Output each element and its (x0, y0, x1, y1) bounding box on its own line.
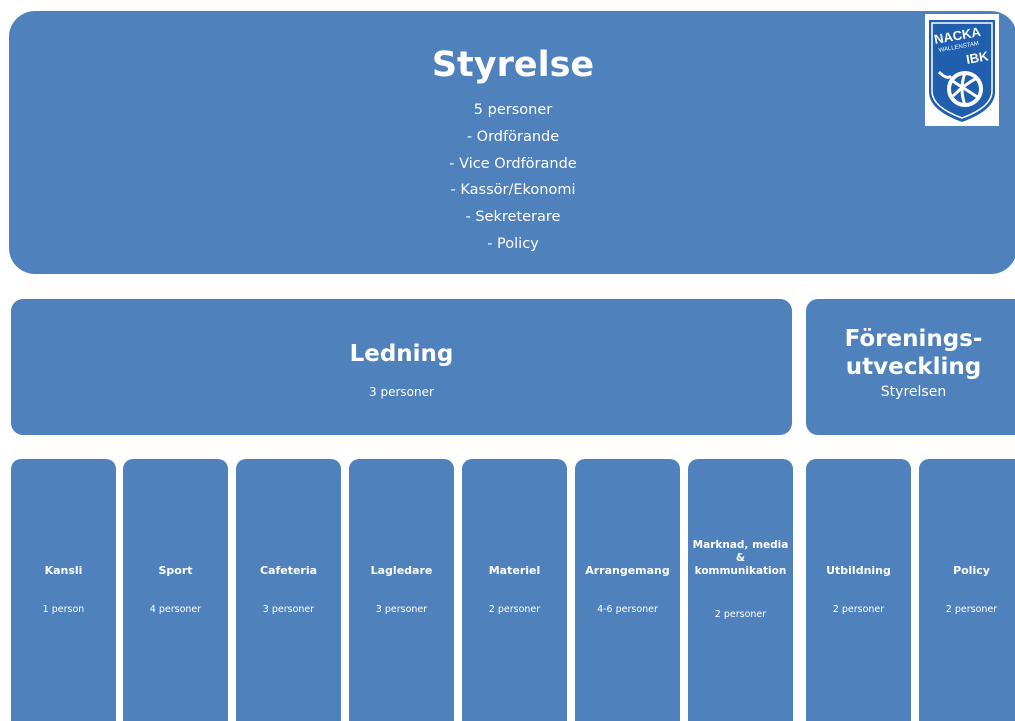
unit-name: Kansli (44, 564, 83, 577)
unit-count: 4-6 personer (597, 604, 658, 615)
unit-count: 2 personer (945, 604, 998, 615)
ledning-title: Ledning (349, 341, 454, 367)
unit-name: Arrangemang (585, 564, 670, 577)
unit-materiel: Materiel 2 personer (462, 459, 567, 721)
ledning-box: Ledning 3 personer (11, 299, 792, 435)
foreningsutveckling-subtitle: Styrelsen (880, 384, 947, 400)
unit-name: Utbildning (826, 564, 891, 577)
logo-text-ibk: IBK (965, 48, 990, 67)
styrelse-line: - Ordförande (466, 128, 560, 145)
unit-utbildning: Utbildning 2 personer (806, 459, 911, 721)
unit-count: 2 personer (714, 609, 767, 620)
unit-sport: Sport 4 personer (123, 459, 228, 721)
unit-count: 1 person (42, 604, 85, 615)
styrelse-line: - Policy (487, 235, 539, 252)
club-logo-shield-icon: NACKA WALLENSTAM IBK (929, 20, 995, 122)
unit-name: Sport (158, 564, 193, 577)
styrelse-line: - Sekreterare (465, 209, 561, 226)
unit-arrangemang: Arrangemang 4-6 personer (575, 459, 680, 721)
foreningsutveckling-box: Förenings- utveckling Styrelsen (806, 299, 1015, 435)
foreningsutveckling-title-line1: Förenings- (844, 326, 983, 352)
unit-policy: Policy 2 personer (919, 459, 1015, 721)
styrelse-line: 5 personer (473, 102, 553, 118)
styrelse-box: Styrelse 5 personer - Ordförande - Vice … (9, 11, 1015, 274)
unit-count: 4 personer (149, 604, 202, 615)
unit-lagledare: Lagledare 3 personer (349, 459, 454, 721)
styrelse-title: Styrelse (431, 45, 595, 85)
unit-kansli: Kansli 1 person (11, 459, 116, 721)
unit-count: 2 personer (488, 604, 541, 615)
unit-count: 3 personer (375, 604, 428, 615)
unit-name: Lagledare (370, 564, 433, 577)
unit-count: 3 personer (262, 604, 315, 615)
styrelse-line: - Vice Ordförande (449, 155, 577, 172)
unit-name: Policy (953, 564, 990, 577)
foreningsutveckling-title-line2: utveckling (845, 354, 982, 380)
unit-marknad-media-kommunikation: Marknad, media & kommunikation 2 persone… (688, 459, 793, 721)
unit-name: Materiel (488, 564, 541, 577)
unit-name-line: Marknad, media (692, 539, 789, 551)
unit-count: 2 personer (832, 604, 885, 615)
ledning-count: 3 personer (369, 385, 434, 399)
styrelse-roles: 5 personer - Ordförande - Vice Ordförand… (9, 97, 1015, 258)
club-logo: NACKA WALLENSTAM IBK (925, 14, 999, 126)
unit-name: Marknad, media & kommunikation (690, 539, 791, 578)
unit-name-line: kommunikation (694, 565, 787, 577)
unit-name-line: & (735, 552, 746, 564)
unit-cafeteria: Cafeteria 3 personer (236, 459, 341, 721)
styrelse-line: - Kassör/Ekonomi (450, 182, 576, 199)
unit-name: Cafeteria (259, 564, 318, 577)
